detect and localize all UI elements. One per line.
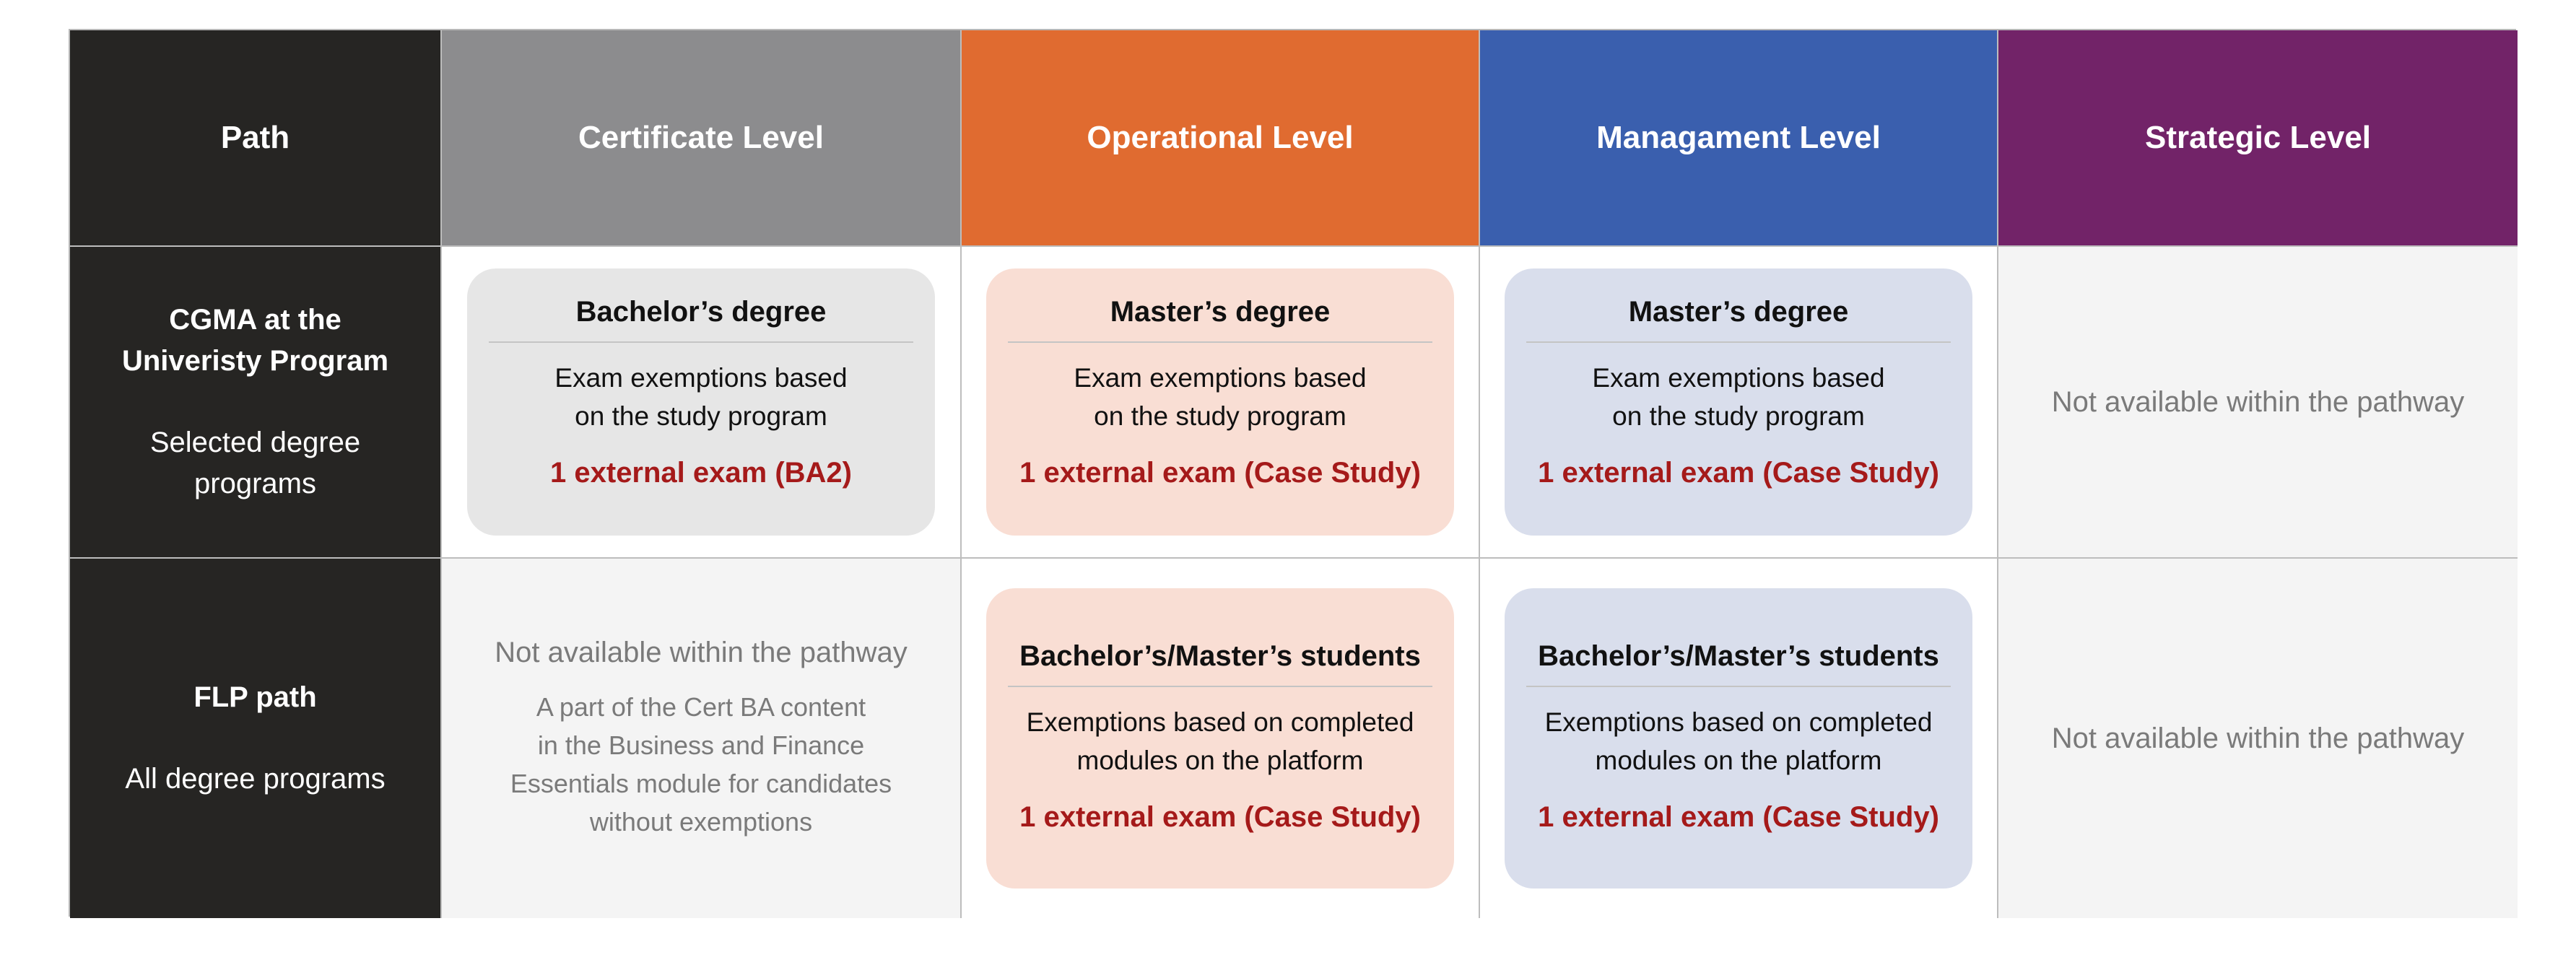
card-title: Master’s degree [1110, 296, 1331, 328]
card-description: Exemptions based on completed modules on… [1545, 703, 1933, 780]
card-divider [1008, 686, 1432, 687]
card-description: Exam exemptions based on the study progr… [1592, 359, 1884, 435]
cell-cgma-strategic: Not available within the pathway [1998, 247, 2518, 559]
card-description-line: modules on the platform [1076, 746, 1364, 775]
card-exam-requirement: 1 external exam (Case Study) [1538, 801, 1939, 833]
card-title: Master’s degree [1628, 296, 1849, 328]
header-path: Path [70, 30, 442, 247]
header-operational-label: Operational Level [1087, 120, 1354, 155]
not-available-text: Not available within the pathway [2051, 385, 2465, 418]
header-management-level: Managament Level [1480, 30, 1998, 247]
header-certificate-level: Certificate Level [442, 30, 962, 247]
row-title: CGMA at the Univeristy Program [122, 300, 388, 382]
not-available-note: A part of the Cert BA content in the Bus… [510, 688, 892, 841]
card-description-line: on the study program [575, 401, 827, 431]
row-subtitle-line: programs [194, 468, 316, 499]
card-divider [1526, 341, 1951, 343]
card-description-line: Exam exemptions based [1592, 363, 1885, 393]
card-description-line: Exemptions based on completed [1544, 707, 1933, 737]
row-header-flp-path: FLP path All degree programs [70, 559, 442, 918]
not-available-text: Not available within the pathway [2051, 722, 2465, 754]
cell-flp-strategic: Not available within the pathway [1998, 559, 2518, 918]
card-description: Exemptions based on completed modules on… [1027, 703, 1414, 780]
header-management-label: Managament Level [1596, 120, 1881, 155]
card-title: Bachelor’s/Master’s students [1538, 640, 1939, 672]
card-title: Bachelor’s degree [575, 296, 827, 328]
note-line: A part of the Cert BA content [536, 691, 866, 722]
pathway-card: Bachelor’s degree Exam exemptions based … [467, 268, 935, 536]
header-strategic-level: Strategic Level [1998, 30, 2518, 247]
card-description-line: Exam exemptions based [554, 363, 848, 393]
row-title-line: Univeristy Program [121, 345, 389, 377]
cell-flp-operational: Bachelor’s/Master’s students Exemptions … [962, 559, 1480, 918]
card-divider [1008, 341, 1432, 343]
row-subtitle: All degree programs [125, 763, 386, 795]
card-divider [489, 341, 913, 343]
pathway-card: Bachelor’s/Master’s students Exemptions … [986, 588, 1454, 889]
card-title: Bachelor’s/Master’s students [1019, 640, 1421, 672]
row-subtitle-line: Selected degree [149, 427, 361, 458]
header-certificate-label: Certificate Level [578, 120, 824, 155]
card-description-line: Exemptions based on completed [1026, 707, 1414, 737]
card-description-line: on the study program [1612, 401, 1865, 431]
card-exam-requirement: 1 external exam (BA2) [550, 457, 852, 489]
card-description: Exam exemptions based on the study progr… [1074, 359, 1366, 435]
header-strategic-label: Strategic Level [2144, 120, 2372, 155]
not-available-text: Not available within the pathway [495, 636, 908, 668]
card-exam-requirement: 1 external exam (Case Study) [1538, 457, 1939, 489]
pathway-card: Master’s degree Exam exemptions based on… [986, 268, 1454, 536]
note-line: in the Business and Finance [537, 730, 865, 760]
cell-cgma-management: Master’s degree Exam exemptions based on… [1480, 247, 1998, 559]
row-title: FLP path [193, 681, 317, 713]
header-path-label: Path [220, 120, 290, 155]
row-title-line: CGMA at the [169, 304, 341, 336]
header-operational-level: Operational Level [962, 30, 1480, 247]
pathway-table: Path Certificate Level Operational Level… [69, 29, 2518, 918]
note-line: without exemptions [589, 806, 813, 837]
card-description-line: modules on the platform [1595, 746, 1882, 775]
pathway-card: Master’s degree Exam exemptions based on… [1505, 268, 1972, 536]
note-line: Essentials module for candidates [510, 768, 892, 798]
cell-flp-management: Bachelor’s/Master’s students Exemptions … [1480, 559, 1998, 918]
cell-flp-certificate: Not available within the pathway A part … [442, 559, 962, 918]
pathway-card: Bachelor’s/Master’s students Exemptions … [1505, 588, 1972, 889]
card-description: Exam exemptions based on the study progr… [554, 359, 847, 435]
card-description-line: on the study program [1094, 401, 1346, 431]
row-subtitle: Selected degree programs [150, 422, 360, 505]
card-divider [1526, 686, 1951, 687]
card-exam-requirement: 1 external exam (Case Study) [1019, 801, 1421, 833]
card-description-line: Exam exemptions based [1074, 363, 1367, 393]
cell-cgma-operational: Master’s degree Exam exemptions based on… [962, 247, 1480, 559]
cell-cgma-certificate: Bachelor’s degree Exam exemptions based … [442, 247, 962, 559]
row-header-cgma-university: CGMA at the Univeristy Program Selected … [70, 247, 442, 559]
card-exam-requirement: 1 external exam (Case Study) [1019, 457, 1421, 489]
